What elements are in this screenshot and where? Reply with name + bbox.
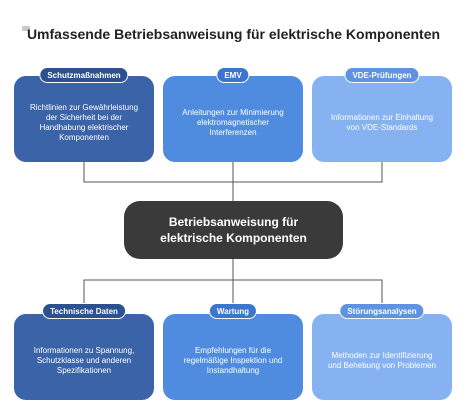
node-description: Informationen zu Spannung, Schutzklasse … [33,346,135,375]
node-vde-pruefungen: Informationen zur Einhaltung von VDE-Sta… [312,76,452,162]
node-schutzmassnahmen: Richtlinien zur Gewährleistung der Siche… [14,76,154,162]
logo-icon [22,26,30,31]
connector-bottom [83,279,383,306]
node-description: Informationen zur Einhaltung von VDE-Sta… [330,113,434,132]
node-label-schutzmassnahmen: Schutzmaßnahmen [39,67,129,83]
node-description: Methoden zur Identifizierung und Behebun… [327,351,437,370]
node-technische-daten: Informationen zu Spannung, Schutzklasse … [14,314,154,400]
node-label-wartung: Wartung [208,303,258,319]
node-wartung: Empfehlungen für die regelmäßige Inspekt… [163,314,303,400]
node-description: Empfehlungen für die regelmäßige Inspekt… [183,346,283,375]
node-description: Richtlinien zur Gewährleistung der Siche… [29,103,139,142]
node-label-vde-pruefungen: VDE-Prüfungen [344,67,420,83]
node-label-emv: EMV [216,67,250,83]
node-label-technische-daten: Technische Daten [42,303,126,319]
node-stoerungsanalysen: Methoden zur Identifizierung und Behebun… [312,314,452,400]
node-emv: Anleitungen zur Minimierung elektromagne… [163,76,303,162]
node-label-stoerungsanalysen: Störungsanalysen [339,303,425,319]
page-title: Umfassende Betriebsanweisung für elektri… [26,26,441,42]
node-description: Anleitungen zur Minimierung elektromagne… [182,108,284,137]
central-node: Betriebsanweisung für elektrische Kompon… [124,201,343,259]
